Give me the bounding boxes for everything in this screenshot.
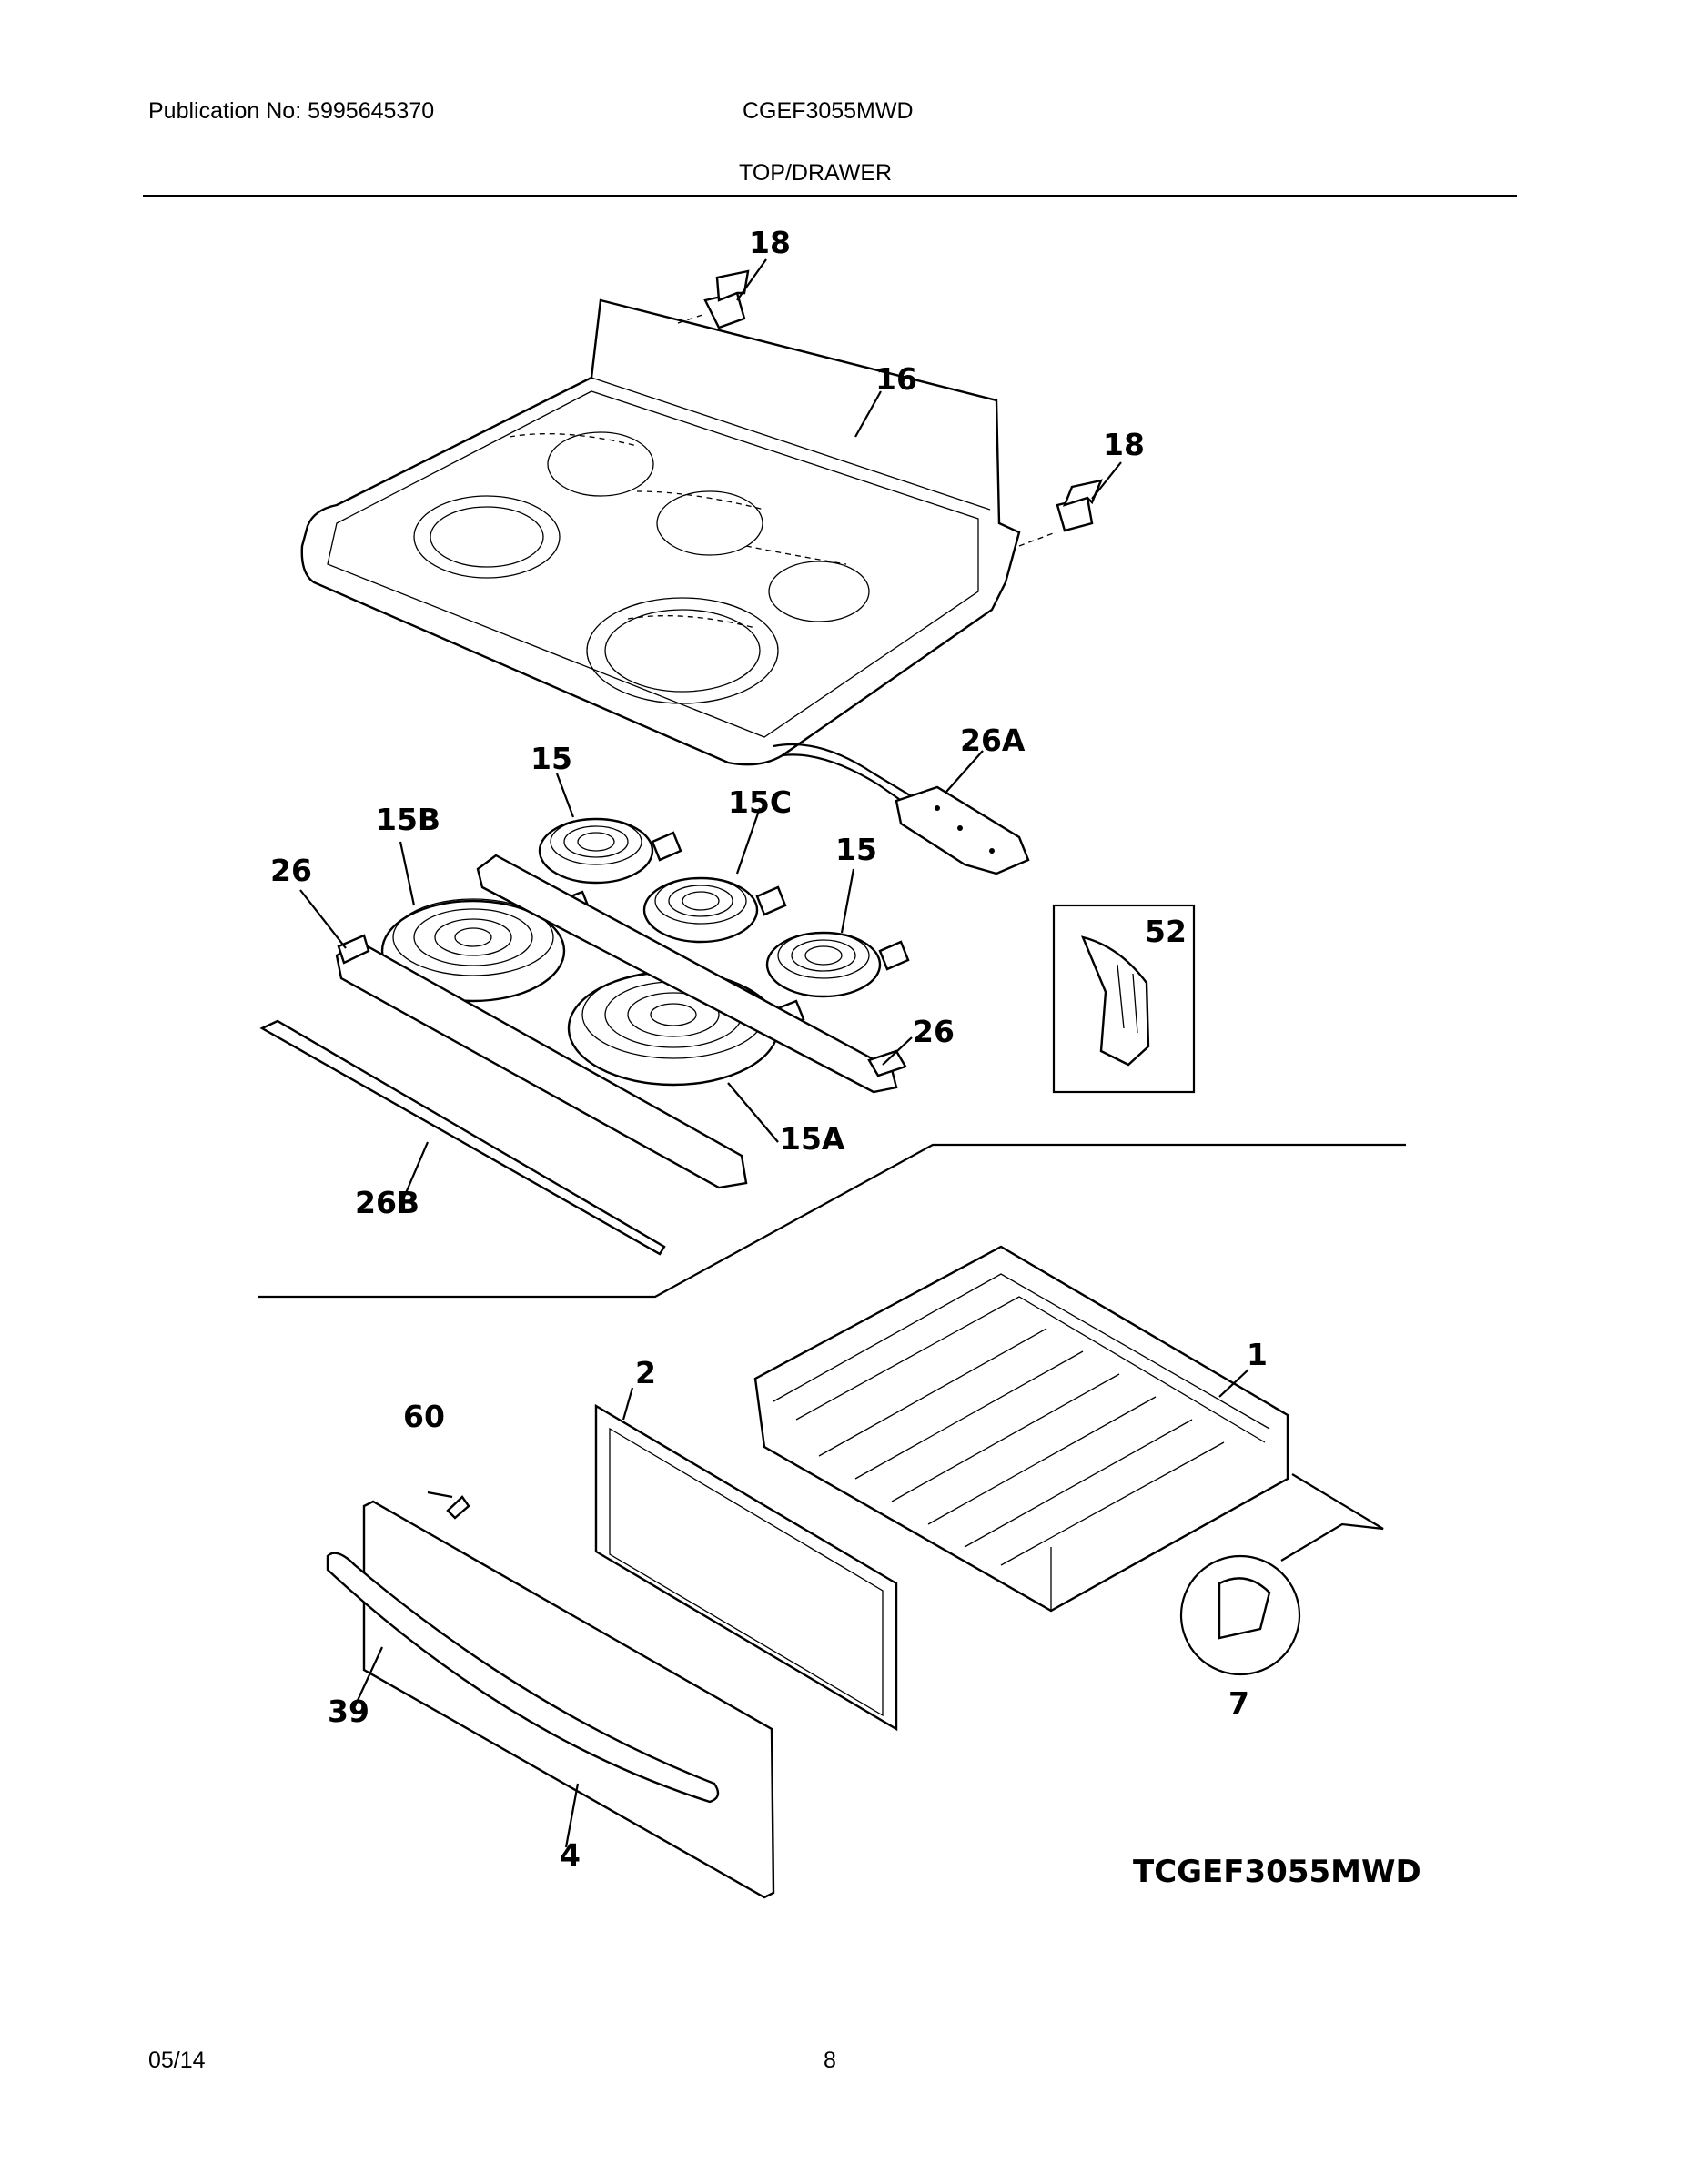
publication-number: Publication No: 5995645370 — [148, 98, 435, 124]
callout-leader-lines — [299, 258, 1249, 1848]
burner-element-right — [765, 931, 910, 998]
callout-label: 18 — [1103, 427, 1145, 462]
callout-label: 26 — [913, 1014, 955, 1049]
callout-label: 4 — [560, 1837, 581, 1873]
burner-element-rear-center — [642, 876, 787, 944]
burner-element-rear-left — [538, 817, 682, 885]
callout-label: 7 — [1228, 1685, 1249, 1721]
section-divider-line — [258, 1143, 1406, 1299]
callout-label: 15B — [376, 802, 440, 837]
callout-label: 26A — [960, 723, 1026, 758]
page-number: 8 — [824, 2048, 836, 2073]
callout-label: 2 — [635, 1355, 656, 1390]
drawer-body — [753, 1245, 1289, 1613]
mounting-bracket-side — [1018, 479, 1103, 547]
element-support-bracket-right — [476, 854, 907, 1094]
callout-label: 26B — [355, 1185, 419, 1220]
model-number: CGEF3055MWD — [743, 98, 914, 124]
drawer-inner-panel — [594, 1403, 898, 1732]
publication-date: 05/14 — [148, 2048, 206, 2073]
diagram-reference-code: TCGEF3055MWD — [1133, 1854, 1421, 1890]
callout-label: 52 — [1145, 914, 1187, 949]
callout-label: 15C — [728, 784, 792, 820]
callout-label: 15 — [835, 832, 877, 867]
drawer-screw — [446, 1495, 470, 1520]
callout-label: 15A — [780, 1121, 845, 1157]
callout-label: 15 — [531, 741, 572, 776]
wiring-harness — [773, 743, 1030, 875]
callout-label: 1 — [1247, 1337, 1268, 1372]
callout-label: 39 — [328, 1694, 369, 1729]
callout-label: 16 — [875, 361, 917, 397]
callout-label: 60 — [403, 1399, 445, 1434]
inset-detail-circle — [1179, 1473, 1384, 1676]
section-title: TOP/DRAWER — [739, 160, 893, 186]
callout-label: 18 — [749, 225, 791, 260]
front-trim-strip — [259, 1019, 666, 1256]
mounting-bracket-top — [677, 269, 750, 329]
drawer-front-panel — [362, 1500, 775, 1899]
cooktop-glass-top — [300, 298, 1021, 766]
inset-detail-box — [1052, 904, 1196, 1094]
element-support-bracket-left — [335, 934, 748, 1189]
callout-label: 26 — [270, 853, 312, 888]
header-divider — [143, 195, 1517, 197]
drawer-handle — [326, 1552, 720, 1804]
